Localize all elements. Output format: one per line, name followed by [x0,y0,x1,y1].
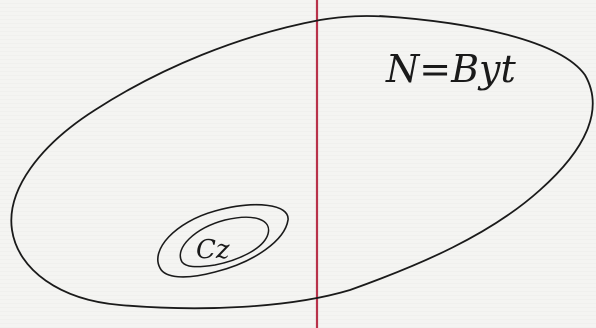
outer-set-label: N=Byt [385,47,516,91]
inner-set-ellipse-inner [179,216,270,268]
inner-set-label: Cz [196,235,230,265]
outer-set-ellipse [10,15,594,310]
inner-set-ellipse-outer [157,204,289,278]
